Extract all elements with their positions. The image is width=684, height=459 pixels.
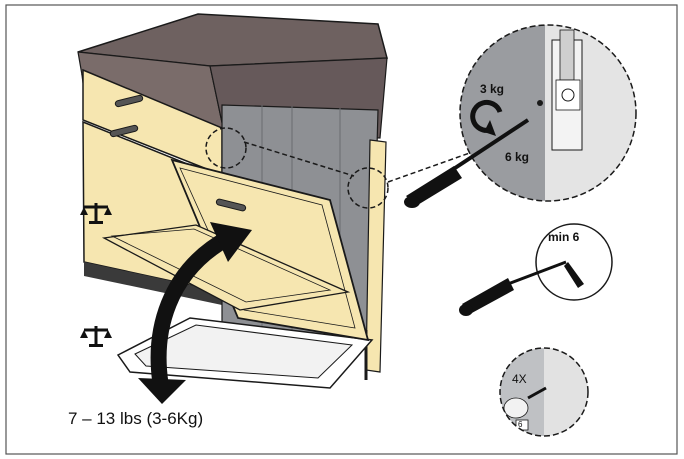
screw-detail-circle	[499, 347, 589, 437]
screw-count-label: 4X	[512, 372, 527, 386]
hinge-detail-circle	[459, 24, 637, 202]
torque-low-label: 3 kg	[480, 82, 505, 96]
screwdriver-icon	[459, 260, 567, 316]
door-handle	[215, 198, 247, 212]
hinge-callout	[205, 127, 479, 209]
screwdriver-icon	[404, 118, 530, 208]
rotation-arrow-icon	[138, 222, 252, 404]
screwdriver-size-label: min 6	[548, 230, 580, 244]
torque-high-label: 6 kg	[505, 150, 530, 164]
base-tray	[116, 317, 374, 389]
screwdriver-size-detail	[535, 223, 613, 301]
drawer-handle	[109, 124, 139, 138]
drawer-handle	[114, 94, 144, 108]
weight-range-caption: 7 – 13 lbs (3-6Kg)	[68, 409, 204, 428]
balance-scale-icon	[80, 203, 112, 224]
screw-tag-label: 6	[518, 420, 523, 429]
dishwasher-door	[101, 158, 370, 342]
balance-scale-icon	[80, 326, 112, 347]
